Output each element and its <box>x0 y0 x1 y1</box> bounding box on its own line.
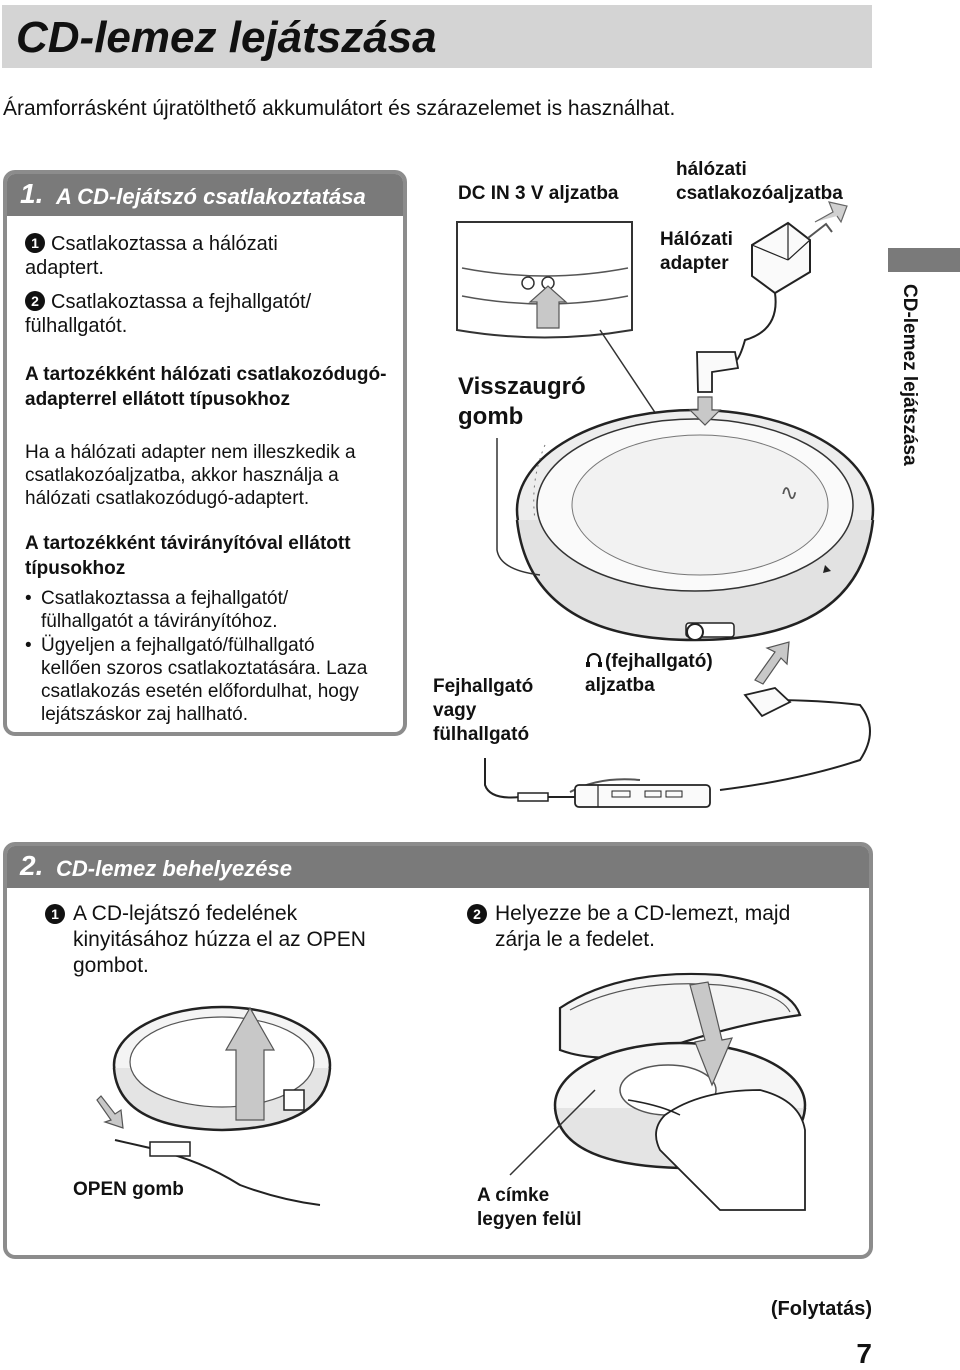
section1-step1-text: Csatlakoztassa a hálózati adaptert. <box>25 233 278 279</box>
note1-title: A tartozékként hálózati csatlakozódugó-a… <box>25 364 387 410</box>
headphones-icon <box>585 651 603 667</box>
step-marker: 2 <box>467 904 487 924</box>
bullet2-text: Ügyeljen a fejhallgató/fülhallgató kellő… <box>41 635 368 725</box>
note2-title: A tartozékként távirányítóval ellátott t… <box>25 533 351 579</box>
section2-step2-text: Helyezze be a CD-lemezt, majd zárja le a… <box>495 902 791 951</box>
svg-text:∿: ∿ <box>780 481 798 506</box>
step-marker: 1 <box>25 233 45 253</box>
outlet-label: hálózati csatlakozóaljzatba <box>676 159 843 204</box>
section2-number: 2. <box>20 850 44 881</box>
page-title: CD-lemez lejátszása <box>16 13 437 62</box>
phone-jack-label: (fejhallgató) aljzatba <box>585 650 745 698</box>
intro-text: Áramforrásként újratölthető akkumulátort… <box>3 97 676 120</box>
step-marker: 2 <box>25 291 45 311</box>
bullet1-text: Csatlakoztassa a fejhallgatót/ fülhallga… <box>41 588 289 632</box>
side-tab-bar <box>888 248 960 272</box>
step-marker: 1 <box>45 904 65 924</box>
section2-title: CD-lemez behelyezése <box>56 856 292 881</box>
continued-label: (Folytatás) <box>770 1298 872 1320</box>
section2-box <box>3 842 873 1259</box>
section2-step1: 1 A CD-lejátszó fedelének kinyitásához h… <box>45 901 390 979</box>
bullet-item-2: • Ügyeljen a fejhallgató/fülhallgató kel… <box>25 634 375 726</box>
bullet-item-1: • Csatlakoztassa a fejhallgatót/ fülhall… <box>25 587 375 633</box>
bullet-icon: • <box>25 635 32 656</box>
section1-box <box>3 170 407 736</box>
return-button-label: Visszaugró gomb <box>458 373 586 430</box>
section1-title: A CD-lejátszó csatlakoztatása <box>56 184 366 209</box>
section1-header: 1. A CD-lejátszó csatlakoztatása <box>7 174 403 216</box>
section1-number: 1. <box>20 178 44 209</box>
page-number: 7 <box>856 1338 872 1369</box>
label-up-text: A címke legyen felül <box>477 1185 582 1230</box>
bullet-icon: • <box>25 588 32 609</box>
phone-jack-text: (fejhallgató) aljzatba <box>585 651 713 696</box>
section2-step2: 2 Helyezze be a CD-lemezt, majd zárja le… <box>467 901 827 953</box>
section1-step2-text: Csatlakoztassa a fejhallgatót/ fülhallga… <box>25 291 312 337</box>
dcin-label: DC IN 3 V aljzatba <box>458 183 619 204</box>
headphones-label: Fejhallgató vagy fülhallgató <box>433 676 534 745</box>
note1-text: Ha a hálózati adapter nem illeszkedik a … <box>25 442 356 509</box>
adapter-label: Hálózati adapter <box>660 229 733 274</box>
section2-header: 2. CD-lemez behelyezése <box>7 846 869 888</box>
section2-step1-text: A CD-lejátszó fedelének kinyitásához húz… <box>73 902 366 977</box>
title-bar: CD-lemez lejátszása <box>2 5 872 68</box>
open-button-label: OPEN gomb <box>73 1179 184 1200</box>
